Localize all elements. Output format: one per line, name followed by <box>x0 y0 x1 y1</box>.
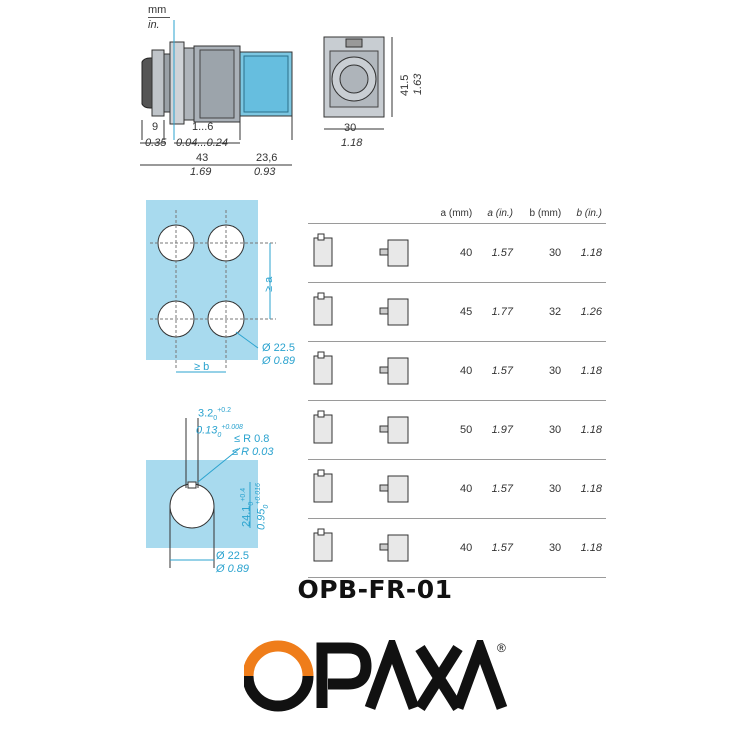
row-b-mm: 30 <box>516 459 566 519</box>
cutout-dia-in: Ø 0.89 <box>216 563 250 575</box>
side-view-drawing <box>141 20 293 140</box>
front-view-drawing <box>323 36 393 130</box>
spec-table-body: 40 1.57 30 1.18 45 1.77 32 1.26 40 1.57 … <box>308 223 606 578</box>
contact-block-image <box>308 223 428 283</box>
table-row: 40 1.57 30 1.18 <box>308 341 606 401</box>
contact-block-image <box>308 282 428 342</box>
contact-block-icon <box>313 410 409 443</box>
cutout-d1-sub: 0 <box>213 414 218 422</box>
cutout-r-mm: ≤ R 0.8 <box>234 433 270 445</box>
row-b-in: 1.18 <box>565 518 606 578</box>
cutout-h-in-sub: 0 <box>262 504 270 509</box>
cutout-h-in: 0.950+0.016 <box>255 483 270 530</box>
row-b-in: 1.18 <box>565 459 606 519</box>
dim-0-93: 0.93 <box>254 166 276 178</box>
row-a-in: 1.57 <box>476 341 517 401</box>
side-view-dims <box>130 140 330 180</box>
unit-in: in. <box>148 19 160 31</box>
row-b-in: 1.18 <box>565 400 606 460</box>
contact-block-image <box>308 518 428 578</box>
row-b-mm: 30 <box>516 223 566 283</box>
row-a-in: 1.97 <box>476 400 517 460</box>
contact-block-image <box>308 400 428 460</box>
dim-0-35: 0.35 <box>145 137 167 149</box>
dim-41-5: 41.5 <box>399 74 411 96</box>
row-a-mm: 50 <box>428 400 477 460</box>
cutout-h-sup: +0.4 <box>240 487 247 502</box>
dim-0-04-0-24: 0.04...0.24 <box>176 137 228 149</box>
side-dim-lines <box>140 142 292 166</box>
dim-9: 9 <box>152 121 159 133</box>
contact-block-image <box>308 459 428 519</box>
cutout-d1-in: 0.130+0.008 <box>196 424 243 439</box>
row-b-mm: 32 <box>516 282 566 342</box>
row-a-in: 1.57 <box>476 223 517 283</box>
header-a-mm: a (mm) <box>440 207 473 219</box>
cutout-r-in: ≤ R 0.03 <box>232 446 274 458</box>
dim-1-18: 1.18 <box>341 137 363 149</box>
header-b-mm: b (mm) <box>529 207 562 219</box>
registered-mark: ® <box>497 641 506 655</box>
header-image <box>308 203 428 224</box>
row-b-mm: 30 <box>516 341 566 401</box>
cutout-d1-in-val: 0.13 <box>196 424 218 437</box>
contact-block-icon <box>313 528 409 561</box>
cutout-d1-in-sup: +0.008 <box>221 424 243 431</box>
row-b-mm: 30 <box>516 400 566 460</box>
table-row: 40 1.57 30 1.18 <box>308 459 606 519</box>
spec-table-header: a (mm) a (in.) b (mm) b (in.) <box>308 203 606 224</box>
cutout-h-in-sup: +0.016 <box>255 483 262 505</box>
row-a-mm: 45 <box>428 282 477 342</box>
row-b-mm: 30 <box>516 518 566 578</box>
mount-ge-b: ≥ b <box>194 361 210 373</box>
row-a-in: 1.77 <box>476 282 517 342</box>
unit-mm: mm <box>148 4 167 16</box>
unit-divider <box>148 17 170 18</box>
row-a-mm: 40 <box>428 518 477 578</box>
contact-block-icon <box>313 292 409 325</box>
mount-dia-in: Ø 0.89 <box>262 355 296 367</box>
dim-1-6: 1...6 <box>192 121 214 133</box>
contact-block-icon <box>313 351 409 384</box>
mount-ge-a: ≥ a <box>263 276 275 292</box>
dim-23-6: 23,6 <box>256 152 278 164</box>
cutout-d1-in-sub: 0 <box>217 431 222 439</box>
row-a-in: 1.57 <box>476 459 517 519</box>
row-a-mm: 40 <box>428 459 477 519</box>
table-row: 45 1.77 32 1.26 <box>308 282 606 342</box>
mounting-layout-drawing <box>146 200 276 373</box>
cutout-dia-mm: Ø 22.5 <box>216 550 250 562</box>
row-b-in: 1.18 <box>565 223 606 283</box>
row-a-in: 1.57 <box>476 518 517 578</box>
opaxa-logo <box>244 640 508 712</box>
units-legend: mm in. <box>148 4 170 31</box>
cutout-drawing <box>146 418 258 568</box>
cutout-h-mm-val: 24.1 <box>240 505 253 527</box>
dim-1-63: 1.63 <box>412 73 424 95</box>
product-code: OPB-FR-01 <box>297 575 453 604</box>
contact-block-icon <box>313 233 409 266</box>
table-row: 40 1.57 30 1.18 <box>308 223 606 283</box>
mount-dia-mm: Ø 22.5 <box>262 342 296 354</box>
contact-block-image <box>308 341 428 401</box>
dim-1-69: 1.69 <box>190 166 212 178</box>
row-b-in: 1.26 <box>565 282 606 342</box>
dim-43: 43 <box>196 152 209 164</box>
cutout-h-in-val: 0.95 <box>255 508 268 530</box>
table-row: 50 1.97 30 1.18 <box>308 400 606 460</box>
table-row: 40 1.57 30 1.18 <box>308 518 606 578</box>
cutout-d1-mm: 3.20+0.2 <box>198 407 231 422</box>
contact-block-icon <box>313 469 409 502</box>
cutout-d1-sup: +0.2 <box>217 407 232 414</box>
row-a-mm: 40 <box>428 223 477 283</box>
dim-30: 30 <box>344 122 357 134</box>
row-b-in: 1.18 <box>565 341 606 401</box>
cutout-h-mm: 24.10+0.4 <box>240 488 255 527</box>
spec-table: a (mm) a (in.) b (mm) b (in.) 40 1.57 30… <box>308 203 606 578</box>
header-a-in: a (in.) <box>487 207 513 219</box>
cutout-h-sub: 0 <box>247 501 255 506</box>
cutout-d1-mm-val: 3.2 <box>198 407 214 420</box>
header-b-in: b (in.) <box>576 207 602 219</box>
row-a-mm: 40 <box>428 341 477 401</box>
